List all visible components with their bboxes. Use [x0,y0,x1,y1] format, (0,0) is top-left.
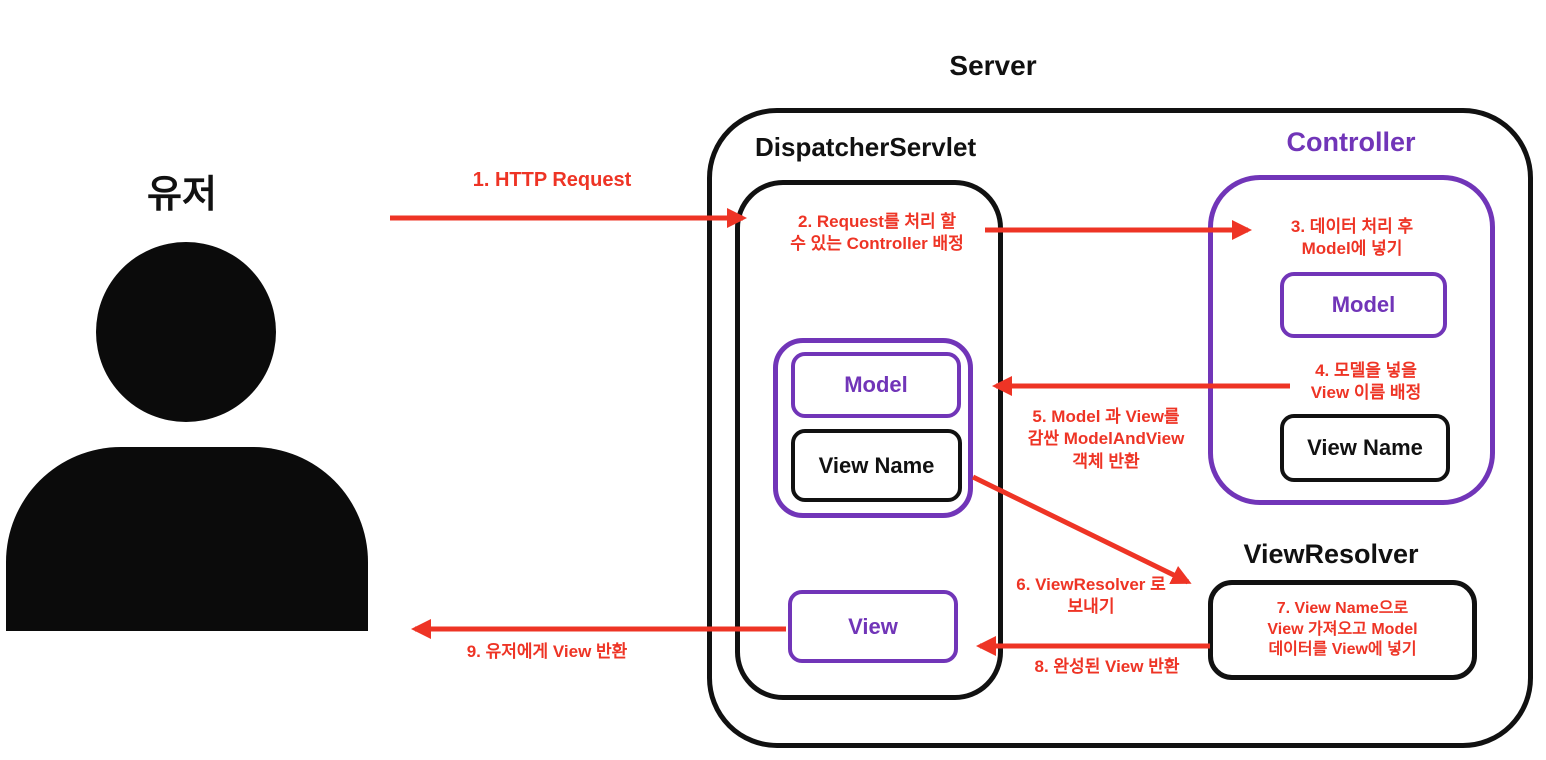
view-box: View [788,590,958,663]
step-6-label: 6. ViewResolver 로 보내기 [1016,575,1166,617]
view-resolver-inner: 7. View Name으로 View 가져오고 Model 데이터를 View… [1208,580,1477,680]
step-9-label: 9. 유저에게 View 반환 [466,642,628,661]
controller-box [1208,175,1495,505]
user-icon-head [96,242,276,422]
mv-model-box: Model [791,352,961,418]
mv-view-name-label: View Name [818,452,935,478]
mv-model-label: Model [844,372,908,397]
controller-model-label: Model [1331,292,1396,317]
view-resolver-title: ViewResolver [1243,539,1419,569]
step-7-label: 7. View Name으로 View 가져오고 Model 데이터를 View… [1267,599,1418,659]
step-4-label: 4. 모델을 넣을 View 이름 배정 [1310,361,1422,403]
dispatcher-servlet-box [735,180,1003,700]
view-resolver-box [1208,580,1477,680]
mv-view-name-box: View Name [791,429,962,502]
step-8-label: 8. 완성된 View 반환 [1034,657,1180,676]
user-icon-body [6,447,368,631]
controller-view-name-box: View Name [1280,414,1450,482]
user-label: 유저 [147,174,217,216]
controller-title: Controller [1286,127,1416,157]
server-box [707,108,1533,748]
model-and-view-box [773,338,973,518]
server-title: Server [949,50,1037,81]
step-1-label: 1. HTTP Request [472,169,632,191]
step-5-label: 5. Model 과 View를 감싼 ModelAndView 객체 반환 [1027,407,1185,471]
controller-model-box: Model [1280,272,1447,338]
step-3-label: 3. 데이터 처리 후 Model에 넣기 [1290,217,1414,259]
step-2-label: 2. Request를 처리 할 수 있는 Controller 배정 [790,212,964,254]
dispatcher-servlet-title: DispatcherServlet [755,132,977,162]
view-label: View [848,613,898,639]
controller-view-name-label: View Name [1307,435,1423,460]
